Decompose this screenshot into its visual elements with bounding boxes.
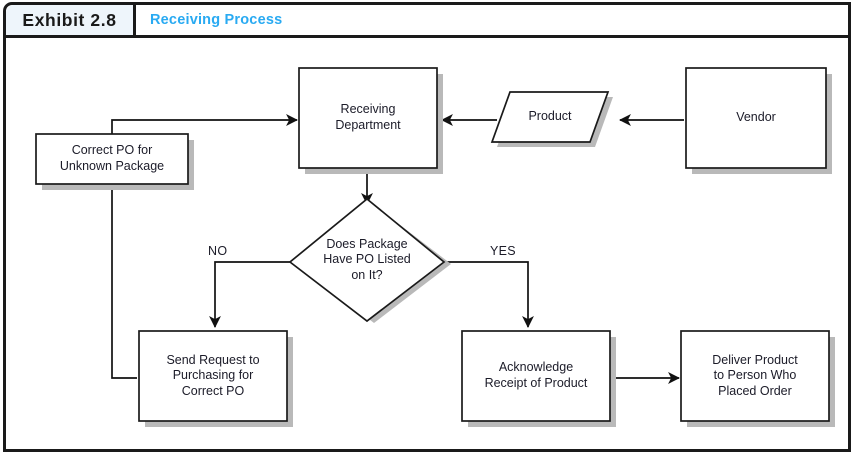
- edge-decision-yes-to-acknowledge: [444, 261, 534, 328]
- node-vendor-label: Vendor: [736, 110, 776, 125]
- header-divider: [3, 35, 851, 38]
- node-receiving-department[interactable]: Receiving Department: [299, 68, 437, 168]
- edge-label-yes: YES: [490, 244, 516, 258]
- node-acknowledge-receipt[interactable]: Acknowledge Receipt of Product: [462, 331, 610, 421]
- shape-correct-po: [35, 133, 189, 185]
- shape-decision: [288, 197, 446, 323]
- exhibit-number-tab: Exhibit 2.8: [6, 5, 136, 35]
- node-receiving-department-line2: Department: [335, 118, 401, 132]
- node-decision-line2: Have PO Listed: [323, 252, 411, 267]
- shape-deliver: [680, 330, 830, 422]
- edge-send-request-to-receiving: [111, 114, 298, 379]
- node-send-request-line3: Correct PO: [181, 383, 245, 398]
- node-correct-po-line2: Unknown Package: [59, 159, 165, 173]
- node-send-request-line1: Send Request to: [166, 352, 260, 367]
- edge-label-no: NO: [208, 244, 228, 258]
- node-correct-po[interactable]: Correct PO for Unknown Package: [36, 134, 188, 184]
- node-correct-po-line1: Correct PO for: [71, 143, 153, 158]
- exhibit-title: Receiving Process: [150, 12, 283, 28]
- shape-product: [490, 91, 610, 143]
- node-acknowledge-line2: Receipt of Product: [484, 376, 588, 390]
- node-decision-has-po[interactable]: Does Package Have PO Listed on It?: [290, 199, 444, 321]
- node-decision-line1: Does Package: [326, 236, 408, 251]
- node-send-request-line2: Purchasing for: [172, 368, 254, 383]
- exhibit-number-label: Exhibit 2.8: [22, 9, 117, 30]
- node-product[interactable]: Product: [492, 92, 608, 142]
- shape-receiving: [298, 67, 438, 169]
- node-deliver-line3: Placed Order: [718, 383, 792, 398]
- node-product-label: Product: [528, 109, 572, 124]
- node-decision-line3: on It?: [351, 267, 383, 282]
- node-send-request[interactable]: Send Request to Purchasing for Correct P…: [139, 331, 287, 421]
- node-deliver-product[interactable]: Deliver Product to Person Who Placed Ord…: [681, 331, 829, 421]
- shape-send-request: [138, 330, 288, 422]
- node-deliver-line1: Deliver Product: [712, 352, 798, 367]
- shape-acknowledge: [461, 330, 611, 422]
- node-vendor[interactable]: Vendor: [686, 68, 826, 168]
- shape-vendor: [685, 67, 827, 169]
- node-deliver-line2: to Person Who: [713, 368, 797, 383]
- node-acknowledge-line1: Acknowledge: [498, 360, 574, 375]
- node-receiving-department-line1: Receiving: [340, 102, 396, 117]
- edge-decision-no-to-send-request: [209, 261, 290, 328]
- shape-body-layer: [35, 67, 830, 422]
